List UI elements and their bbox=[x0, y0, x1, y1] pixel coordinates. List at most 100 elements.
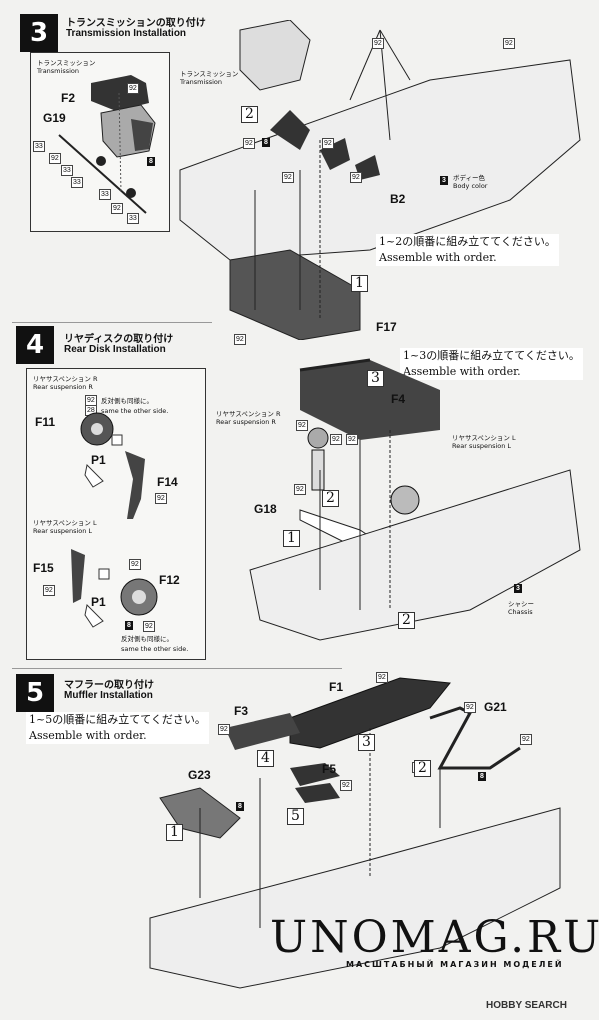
part-f12: F12 bbox=[159, 573, 180, 587]
code-92: 92 bbox=[503, 38, 515, 49]
note-jp: 1~3の順番に組み立ててください。 bbox=[400, 348, 583, 364]
code-92: 92 bbox=[127, 83, 139, 94]
part-f1: F1 bbox=[329, 680, 344, 694]
part-f11: F11 bbox=[35, 415, 56, 429]
watermark-logo: UNOMAG.RU bbox=[270, 912, 599, 963]
step-title-en: Rear Disk Installation bbox=[64, 344, 166, 355]
note-en: Assemble with order. bbox=[400, 364, 583, 380]
color-code-3: 3 bbox=[440, 176, 448, 185]
main-rear-suspension-l-jp: リヤサスペンション L bbox=[452, 434, 516, 442]
main-rear-suspension-r-en: Rear suspension R bbox=[216, 418, 276, 426]
part-p1: P1 bbox=[91, 595, 106, 609]
part-f2: F2 bbox=[61, 91, 76, 105]
code-92: 92 bbox=[520, 734, 532, 745]
code-8: 8 bbox=[147, 157, 155, 166]
code-33: 33 bbox=[33, 141, 45, 152]
code-92: 92 bbox=[243, 138, 255, 149]
part-f15: F15 bbox=[33, 561, 54, 575]
part-f5: F5 bbox=[322, 762, 337, 776]
code-92: 92 bbox=[282, 172, 294, 183]
sequence-1: 1 bbox=[166, 824, 183, 841]
transmission-callout-jp: トランスミッション bbox=[180, 70, 239, 78]
main-rear-suspension-r-jp: リヤサスペンション R bbox=[216, 410, 281, 418]
main-rear-suspension-l-en: Rear suspension L bbox=[452, 442, 512, 450]
section-divider bbox=[12, 322, 212, 323]
sequence-2: 2 bbox=[398, 612, 415, 629]
code-33: 33 bbox=[71, 177, 83, 188]
step3-note: 1~2の順番に組み立ててください。 Assemble with order. bbox=[376, 234, 559, 266]
inset-top-en: Rear suspension R bbox=[33, 383, 93, 391]
part-f4: F4 bbox=[391, 392, 406, 406]
code-92: 92 bbox=[330, 434, 342, 445]
step-title-jp: マフラーの取り付け bbox=[64, 680, 154, 691]
code-92: 92 bbox=[294, 484, 306, 495]
hobby-search-credit: HOBBY SEARCH bbox=[486, 1000, 567, 1011]
transmission-inset: トランスミッション Transmission F2 G19 92 33 92 3… bbox=[30, 52, 170, 232]
part-g19: G19 bbox=[43, 111, 66, 125]
inset-bottom-jp: リヤサスペンション L bbox=[33, 519, 97, 527]
code-92: 92 bbox=[376, 672, 388, 683]
sequence-1: 1 bbox=[283, 530, 300, 547]
step5-note: 1~5の順番に組み立ててください。 Assemble with order. bbox=[26, 712, 209, 744]
inset-label-en: Transmission bbox=[37, 67, 79, 75]
code-92: 92 bbox=[464, 702, 476, 713]
code-92: 92 bbox=[49, 153, 61, 164]
code-92: 92 bbox=[43, 585, 55, 596]
sequence-2: 2 bbox=[322, 490, 339, 507]
code-33: 33 bbox=[99, 189, 111, 200]
rear-suspension-drawing bbox=[71, 412, 158, 628]
step-title-jp: トランスミッションの取り付け bbox=[66, 18, 206, 29]
sequence-2: 2 bbox=[241, 106, 258, 123]
inset-bottom-en: Rear suspension L bbox=[33, 527, 93, 535]
note-en: Assemble with order. bbox=[376, 250, 559, 266]
code-92: 92 bbox=[129, 559, 141, 570]
code-8: 8 bbox=[262, 138, 270, 147]
step-title-en: Transmission Installation bbox=[66, 28, 187, 39]
part-f14: F14 bbox=[157, 475, 178, 489]
note-jp: 1~2の順番に組み立ててください。 bbox=[376, 234, 559, 250]
chassis-code-3: 3 bbox=[514, 584, 522, 593]
code-92: 92 bbox=[372, 38, 384, 49]
sequence-1: 1 bbox=[351, 275, 368, 292]
sequence-4: 4 bbox=[257, 750, 274, 767]
step-number: 5 bbox=[16, 674, 54, 712]
rear-suspension-inset: リヤサスペンション R Rear suspension R 92 28 反対側も… bbox=[26, 368, 206, 660]
watermark-subtitle: МАСШТАБНЫЙ МАГАЗИН МОДЕЛЕЙ bbox=[346, 960, 564, 969]
note-en: Assemble with order. bbox=[26, 728, 209, 744]
code-92: 92 bbox=[296, 420, 308, 431]
code-92: 92 bbox=[234, 334, 246, 345]
same-side-en: same the other side. bbox=[121, 645, 189, 653]
note-jp: 1~5の順番に組み立ててください。 bbox=[26, 712, 209, 728]
same-side-jp: 反対側も同様に。 bbox=[121, 635, 173, 643]
step4-note: 1~3の順番に組み立ててください。 Assemble with order. bbox=[400, 348, 583, 380]
transmission-callout-en: Transmission bbox=[180, 78, 222, 86]
step-title-jp: リヤディスクの取り付け bbox=[64, 334, 174, 345]
part-g23: G23 bbox=[188, 768, 211, 782]
part-g21: G21 bbox=[484, 700, 507, 714]
part-g18: G18 bbox=[254, 502, 277, 516]
code-8: 8 bbox=[236, 802, 244, 811]
code-92: 92 bbox=[111, 203, 123, 214]
body-color-en: Body color bbox=[453, 182, 488, 190]
body-color-jp: ボディー色 bbox=[453, 174, 486, 182]
sequence-5: 5 bbox=[287, 808, 304, 825]
sequence-2: 2 bbox=[414, 760, 431, 777]
code-92: 92 bbox=[346, 434, 358, 445]
chassis-en: Chassis bbox=[508, 608, 533, 616]
section-divider bbox=[12, 668, 342, 669]
code-8: 8 bbox=[125, 621, 133, 630]
transmission-drawing bbox=[58, 75, 156, 214]
part-f17: F17 bbox=[376, 320, 397, 334]
code-92: 92 bbox=[143, 621, 155, 632]
code-92: 92 bbox=[218, 724, 230, 735]
chassis-jp: シャシー bbox=[508, 600, 534, 608]
code-92: 92 bbox=[322, 138, 334, 149]
part-p1: P1 bbox=[91, 453, 106, 467]
step-title-en: Muffler Installation bbox=[64, 690, 153, 701]
code-8: 8 bbox=[478, 772, 486, 781]
part-f3: F3 bbox=[234, 704, 249, 718]
inset-label-jp: トランスミッション bbox=[37, 59, 96, 67]
code-33: 33 bbox=[127, 213, 139, 224]
sequence-3: 3 bbox=[367, 370, 384, 387]
step-number: 4 bbox=[16, 326, 54, 364]
